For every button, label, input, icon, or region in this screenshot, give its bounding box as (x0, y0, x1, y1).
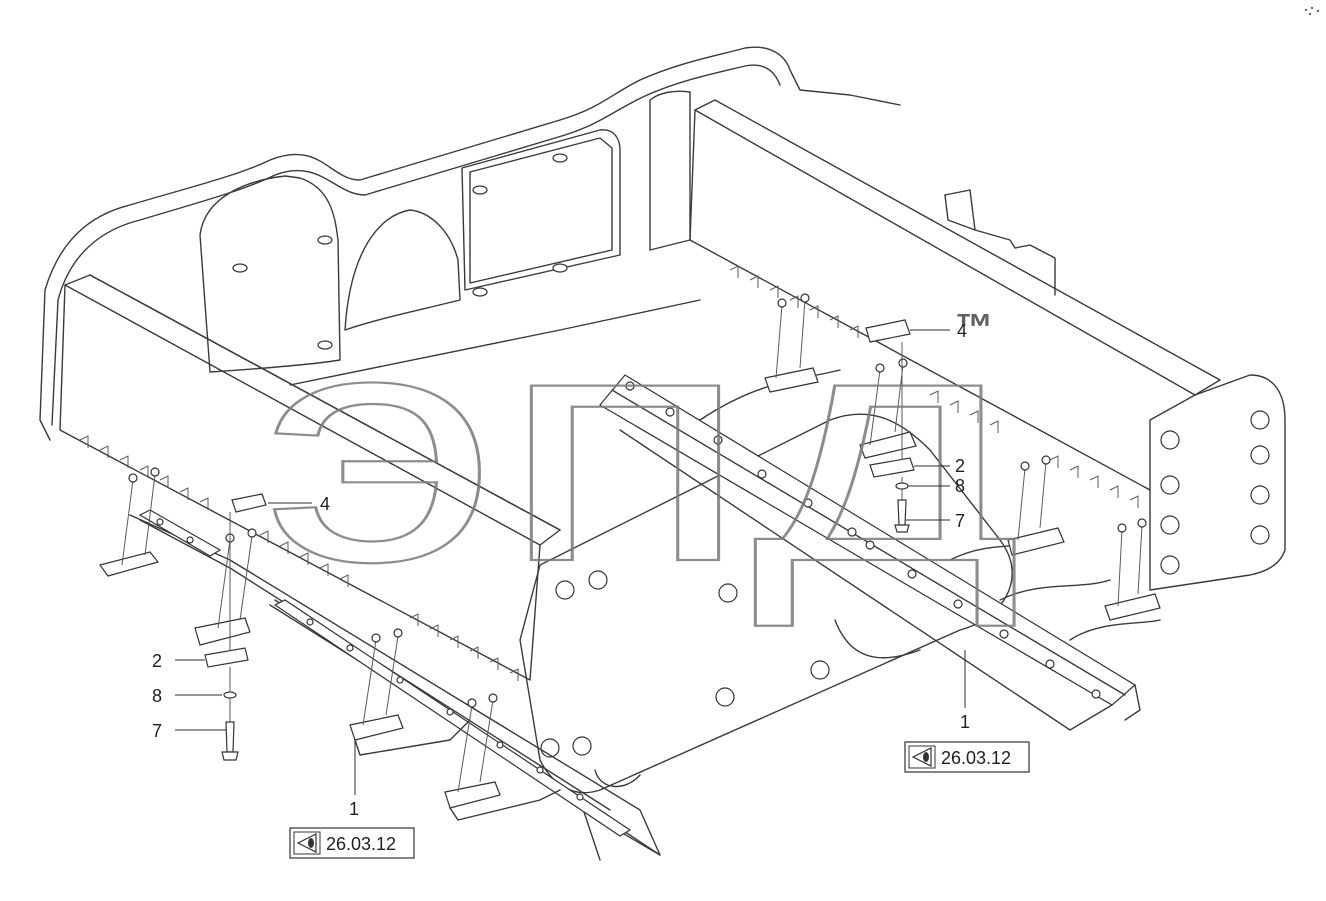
left-bolts (121, 467, 498, 793)
right-notch-row (729, 265, 1139, 508)
callout-left-1: 1 (349, 799, 359, 819)
callout-right-2: 2 (955, 456, 965, 476)
watermark-trademark: ™ (955, 307, 993, 349)
right-exploded-hardware (865, 319, 915, 533)
callout-right-7: 7 (955, 511, 965, 531)
callout-right-8: 8 (955, 476, 965, 496)
reference-right-label: 26.03.12 (941, 748, 1011, 768)
left-exploded-hardware (204, 493, 267, 761)
scan-dots-icon (1304, 6, 1320, 16)
callout-left-4: 4 (320, 494, 330, 514)
left-skid-blocks (98, 551, 561, 821)
left-part-8-washer (223, 691, 237, 699)
watermark: эпд ™ (261, 260, 1023, 631)
left-notch-row (79, 435, 519, 681)
callout-left-8: 8 (152, 686, 162, 706)
reference-link-right[interactable]: 26.03.12 (904, 741, 1030, 773)
callout-left-2: 2 (152, 651, 162, 671)
leader-lines (175, 329, 966, 795)
callout-left-7: 7 (152, 721, 162, 741)
reference-link-left[interactable]: 26.03.12 (289, 827, 415, 859)
left-part-7-bolt (225, 721, 235, 753)
view-eye-icon (908, 745, 936, 769)
left-cutting-edge (138, 509, 632, 837)
left-part-2-plate (204, 647, 249, 668)
left-part-4-plate (231, 493, 267, 513)
right-part-2-plate (869, 457, 915, 478)
reference-left-label: 26.03.12 (326, 834, 396, 854)
view-eye-icon (293, 831, 321, 855)
right-part-4-plate (865, 319, 911, 343)
callouts-left: 4 2 8 7 1 (152, 494, 359, 819)
callouts-right: 4 2 8 7 1 (955, 321, 970, 732)
callout-right-1: 1 (960, 712, 970, 732)
callout-right-4: 4 (957, 321, 967, 341)
blade-body (39, 46, 1286, 861)
watermark-text: эпд (262, 261, 1022, 630)
right-bolts (775, 293, 1147, 607)
